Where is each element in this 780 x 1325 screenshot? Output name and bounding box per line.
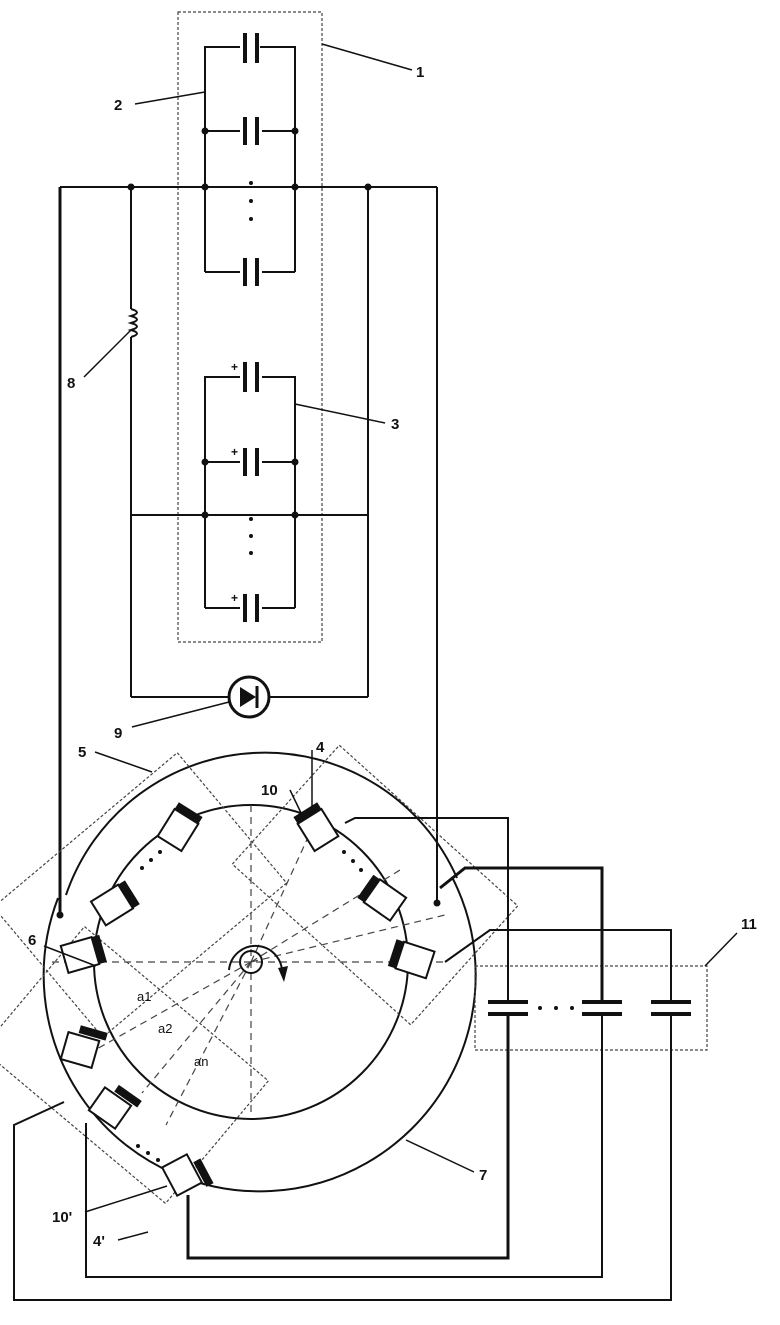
label-8: 8 — [67, 375, 75, 392]
leader-2 — [135, 92, 205, 104]
inductor-8 — [131, 187, 137, 697]
label-6: 6 — [28, 932, 36, 949]
leader-1 — [322, 44, 412, 70]
leader-7 — [406, 1140, 474, 1172]
label-1: 1 — [416, 64, 424, 81]
polarity-mark-1: + — [231, 360, 238, 374]
leader-10p — [85, 1186, 167, 1212]
label-11: 11 — [741, 916, 757, 933]
leader-11 — [705, 933, 737, 966]
capacitor-group-2 — [202, 33, 299, 286]
diagonal-axis-3 — [72, 962, 251, 1063]
leader-9 — [132, 702, 229, 727]
label-4p: 4' — [93, 1233, 105, 1250]
winding-set-4p — [61, 1023, 214, 1201]
label-3: 3 — [391, 416, 399, 433]
capacitor-bank-boundary — [178, 12, 322, 642]
leader-8 — [84, 330, 131, 377]
stator-section-4p-boundary — [0, 927, 268, 1204]
leader-4p — [118, 1232, 148, 1240]
angle-label-an: an — [194, 1054, 208, 1069]
label-10: 10 — [261, 782, 278, 799]
angle-label-a1: a1 — [137, 989, 151, 1004]
leader-5 — [95, 752, 152, 772]
label-5: 5 — [78, 744, 86, 761]
winding-set-4 — [293, 802, 440, 978]
leader-3 — [295, 404, 385, 423]
label-7: 7 — [479, 1167, 487, 1184]
polarity-mark-2: + — [231, 445, 238, 459]
capacitor-group-3 — [202, 362, 299, 622]
polarity-mark-3: + — [231, 591, 238, 605]
label-4: 4 — [316, 739, 325, 756]
radial-line-1 — [251, 833, 310, 962]
angle-label-a2: a2 — [158, 1021, 172, 1036]
label-9: 9 — [114, 725, 122, 742]
stator-upper-arc — [66, 753, 457, 895]
label-2: 2 — [114, 97, 122, 114]
label-10p: 10' — [52, 1209, 72, 1226]
diode-9 — [131, 677, 368, 717]
capacitor-bank-11 — [488, 1002, 691, 1014]
capacitor-bank-11-boundary — [475, 966, 707, 1050]
leader-10 — [290, 790, 303, 817]
winding-set-5 — [57, 802, 203, 973]
